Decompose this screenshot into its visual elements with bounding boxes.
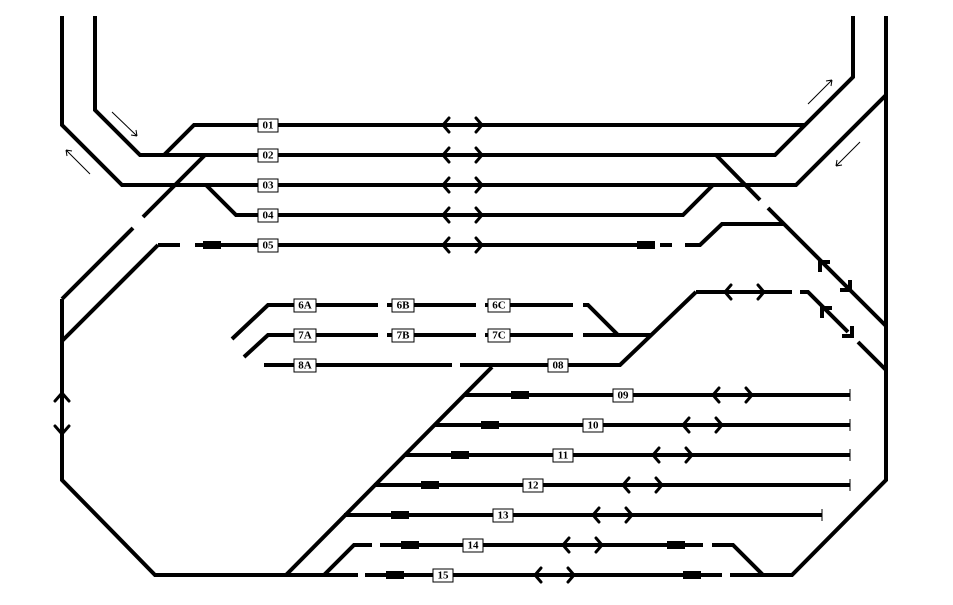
track-label-6b: 6B: [391, 298, 415, 313]
signal-block-icon: [451, 451, 469, 459]
right-crossovers: [696, 153, 888, 372]
double-chevron-arrow-icon: [533, 566, 576, 584]
signal-block-icon: [401, 541, 419, 549]
direction-arrows: [65, 79, 861, 175]
signal-block-icon: [421, 481, 439, 489]
track-label-6a: 6A: [293, 298, 317, 313]
svg-text:02: 02: [263, 150, 275, 162]
left-diagonal-lower: [60, 226, 135, 301]
turnout-tick-1: [818, 260, 830, 272]
signal-block-icon: [667, 541, 685, 549]
double-chevron-arrow-icon: [441, 236, 484, 254]
svg-text:15: 15: [438, 570, 450, 582]
track-label-08: 08: [547, 358, 569, 373]
svg-text:11: 11: [558, 450, 568, 462]
track-label-6c: 6C: [487, 298, 511, 313]
track-label-09: 09: [612, 388, 634, 403]
svg-text:7C: 7C: [492, 330, 506, 342]
double-chevron-arrow-icon: [711, 386, 754, 404]
svg-text:03: 03: [263, 180, 275, 192]
track-label-01: 01: [257, 118, 279, 133]
double-chevron-arrow-icon: [441, 176, 484, 194]
turnout-tick-3: [820, 306, 832, 318]
track-8-line: [264, 290, 698, 367]
track-14-line: [322, 543, 765, 577]
double-chevron-arrow-icon: [441, 146, 484, 164]
signal-blocks: [203, 241, 701, 579]
direction-arrow-icon: [835, 141, 861, 167]
track-label-03: 03: [257, 178, 279, 193]
left-branch-05: [60, 243, 160, 343]
crossover-right-lower: [696, 290, 888, 372]
fan-diagonal: [284, 365, 494, 577]
left-vertical: [60, 299, 358, 577]
svg-text:13: 13: [498, 510, 510, 522]
bidirectional-arrows: [53, 116, 766, 584]
double-chevron-arrow-icon: [561, 536, 604, 554]
track-label-14: 14: [462, 538, 484, 553]
turnout-tick-2: [840, 280, 852, 292]
direction-arrow-icon: [807, 79, 833, 105]
signal-block-icon: [683, 571, 701, 579]
svg-text:09: 09: [618, 390, 630, 402]
signal-block-icon: [511, 391, 529, 399]
track-7-line: [242, 333, 652, 359]
track-label-04: 04: [257, 208, 279, 223]
svg-text:04: 04: [263, 210, 275, 222]
svg-text:12: 12: [528, 480, 540, 492]
double-chevron-arrow-icon: [53, 391, 71, 436]
svg-text:6A: 6A: [298, 300, 312, 312]
double-chevron-arrow-icon: [651, 446, 694, 464]
track-label-15: 15: [432, 568, 454, 583]
track-labels: 01 02 03 04 05 6A 6B 6C 7A 7B 7C 8A 08 0…: [257, 118, 634, 583]
signal-block-icon: [391, 511, 409, 519]
track-label-05: 05: [257, 238, 279, 253]
right-return: [730, 95, 888, 577]
track-label-10: 10: [582, 418, 604, 433]
svg-text:7A: 7A: [298, 330, 312, 342]
signal-block-icon: [637, 241, 655, 249]
svg-text:08: 08: [553, 360, 565, 372]
track-label-7c: 7C: [487, 328, 511, 343]
signal-block-icon: [203, 241, 221, 249]
left-diagonal-upper: [141, 153, 207, 219]
track-label-12: 12: [522, 478, 544, 493]
svg-text:10: 10: [588, 420, 600, 432]
track-label-8a: 8A: [293, 358, 317, 373]
signal-block-icon: [481, 421, 499, 429]
track-label-13: 13: [492, 508, 514, 523]
double-chevron-arrow-icon: [441, 116, 484, 134]
direction-arrow-icon: [65, 149, 91, 175]
track-label-11: 11: [552, 448, 574, 463]
outer-loop-left: [60, 16, 888, 187]
turnout-tick-4: [842, 326, 854, 338]
track-01-line: [162, 123, 806, 157]
main-loop-tracks: [60, 16, 888, 247]
svg-text:05: 05: [263, 240, 275, 252]
inner-loop-left: [93, 16, 855, 157]
track-6-line: [230, 303, 620, 341]
signal-block-icon: [386, 571, 404, 579]
track-label-02: 02: [257, 148, 279, 163]
track-label-7b: 7B: [391, 328, 415, 343]
svg-text:01: 01: [263, 120, 274, 132]
double-chevron-arrow-icon: [681, 416, 724, 434]
svg-text:6C: 6C: [492, 300, 506, 312]
double-chevron-arrow-icon: [621, 476, 664, 494]
track-label-7a: 7A: [293, 328, 317, 343]
svg-text:14: 14: [468, 540, 480, 552]
direction-arrow-icon: [111, 111, 138, 137]
double-chevron-arrow-icon: [441, 206, 484, 224]
svg-text:7B: 7B: [397, 330, 411, 342]
fan-tracks: [284, 365, 851, 577]
double-chevron-arrow-icon: [591, 506, 634, 524]
svg-text:8A: 8A: [298, 360, 312, 372]
double-chevron-arrow-icon: [723, 283, 766, 301]
track-05-line: [158, 222, 784, 247]
track-04-line: [204, 183, 715, 217]
svg-text:6B: 6B: [397, 300, 411, 312]
